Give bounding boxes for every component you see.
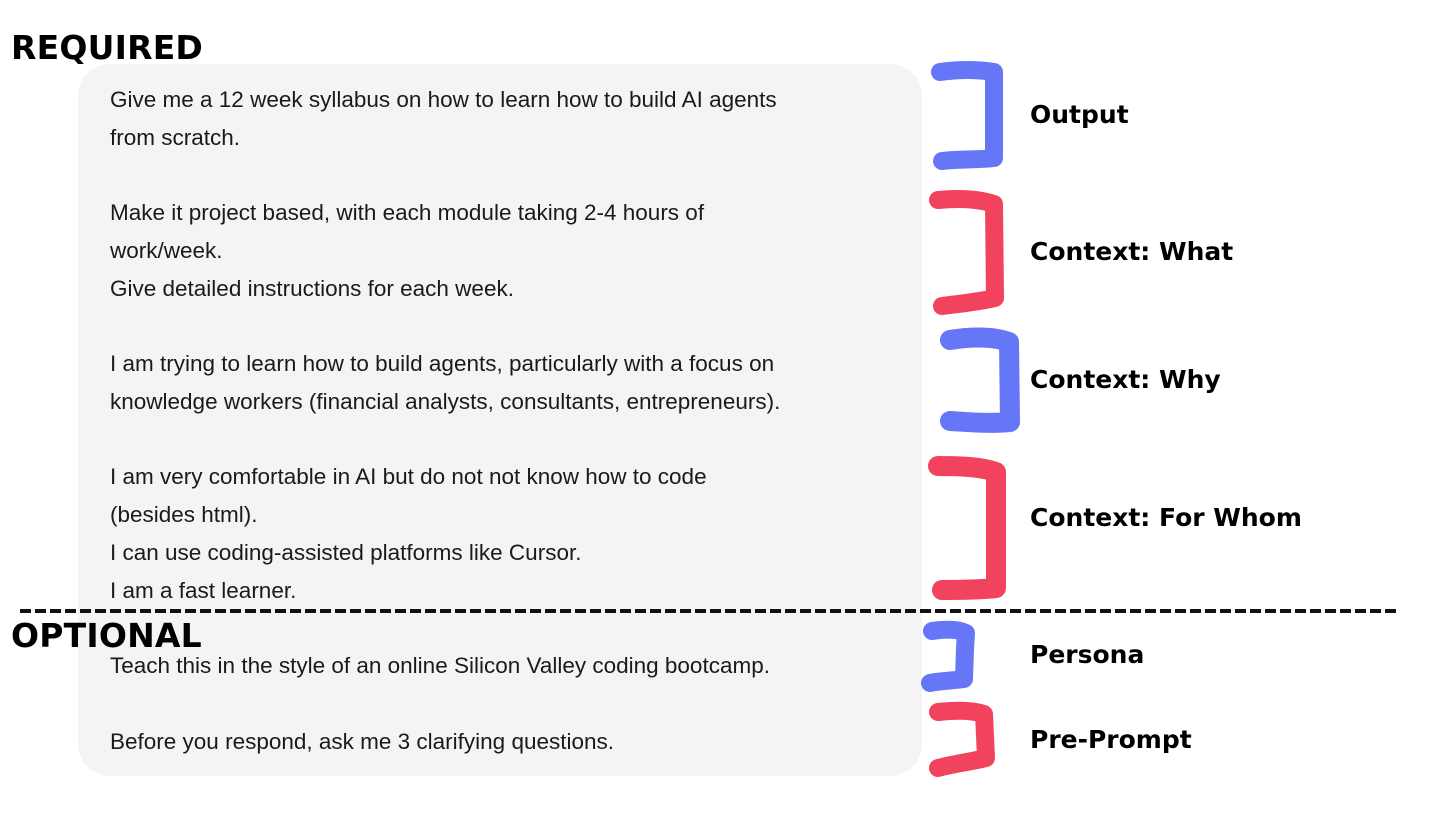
prompt-line-whom-2: (besides html). [110, 502, 258, 527]
prompt-panel [78, 64, 922, 776]
prompt-line-what-2: work/week. [110, 238, 223, 263]
required-optional-divider [20, 609, 1400, 613]
annotation-label-context-what: Context: What [1030, 237, 1234, 266]
bracket-context-for-whom-icon [928, 456, 1006, 600]
prompt-line-output-1: Give me a 12 week syllabus on how to lea… [110, 87, 777, 112]
annotation-label-pre-prompt: Pre-Prompt [1030, 725, 1192, 754]
annotation-label-context-for-whom: Context: For Whom [1030, 503, 1302, 532]
annotation-label-context-why: Context: Why [1030, 365, 1221, 394]
prompt-line-whom-3: I can use coding-assisted platforms like… [110, 540, 582, 565]
bracket-output-icon [931, 61, 1003, 170]
bracket-context-what-icon [929, 190, 1004, 315]
bracket-persona-icon [921, 620, 975, 692]
annotation-label-output: Output [1030, 100, 1129, 129]
prompt-line-preprompt: Before you respond, ask me 3 clarifying … [110, 729, 615, 754]
bracket-context-why-icon [940, 327, 1020, 433]
annotation-label-persona: Persona [1030, 640, 1145, 669]
bracket-pre-prompt-icon [929, 701, 995, 777]
prompt-line-whom-1: I am very comfortable in AI but do not n… [110, 464, 707, 489]
prompt-line-what-1: Make it project based, with each module … [110, 200, 705, 225]
prompt-line-output-2: from scratch. [110, 125, 241, 150]
prompt-line-why-2: knowledge workers (financial analysts, c… [110, 389, 781, 414]
optional-heading: OPTIONAL [11, 616, 202, 655]
prompt-line-whom-4: I am a fast learner. [110, 578, 297, 603]
prompt-line-what-3: Give detailed instructions for each week… [110, 276, 514, 301]
required-heading: REQUIRED [11, 28, 204, 67]
prompt-line-why-1: I am trying to learn how to build agents… [110, 351, 775, 376]
prompt-line-persona: Teach this in the style of an online Sil… [110, 653, 770, 678]
